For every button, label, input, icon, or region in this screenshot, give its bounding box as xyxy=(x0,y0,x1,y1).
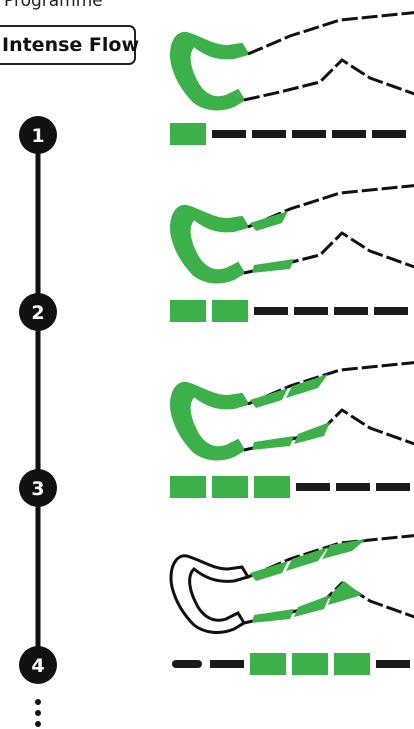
leg-bottom-outline xyxy=(244,60,414,100)
zone-indicator-4-inactive xyxy=(294,307,328,315)
zone-indicator-5-inactive xyxy=(376,660,410,668)
zone-indicator-2-inactive xyxy=(212,130,246,138)
step-1: 1 xyxy=(19,12,414,154)
zone-indicator-3-inactive xyxy=(252,130,286,138)
foot-zone xyxy=(171,206,248,283)
leg-illustration xyxy=(171,535,414,632)
leg-zone-2-upper xyxy=(250,561,288,581)
step-number-badge: 2 xyxy=(19,293,57,331)
step-2: 2 xyxy=(19,185,414,331)
leg-zone-3-upper xyxy=(286,547,328,571)
leg-zone-3-lower xyxy=(294,595,330,617)
zone-indicator-6-inactive xyxy=(376,483,410,491)
leg-zone-3-upper xyxy=(286,374,328,398)
zone-indicator-bar xyxy=(170,476,410,498)
zone-indicator-4-inactive xyxy=(292,130,326,138)
zone-indicator-bar xyxy=(170,300,408,322)
leg-zone-2-lower xyxy=(252,436,294,450)
continuation-dots xyxy=(35,699,41,727)
leg-zone-4-lower xyxy=(328,581,362,605)
zone-indicator-2-active xyxy=(212,476,248,498)
zone-indicator-1-active xyxy=(170,123,206,145)
leg-illustration xyxy=(171,185,414,282)
zone-indicator-5-inactive xyxy=(336,483,370,491)
zone-indicator-1-inactive xyxy=(210,660,244,668)
leg-top-outline xyxy=(248,12,414,54)
zone-indicator-bar xyxy=(172,653,414,675)
step-4: 4 xyxy=(19,535,414,684)
step-3: 3 xyxy=(19,362,414,507)
step-number: 2 xyxy=(31,302,44,324)
zone-indicator-2-active xyxy=(250,653,286,675)
zone-indicator-4-inactive xyxy=(296,483,330,491)
foot-zone xyxy=(171,383,248,460)
leg-zone-2-upper xyxy=(250,211,288,231)
zone-indicator-6-inactive xyxy=(374,307,408,315)
zone-indicator-lead xyxy=(172,660,202,668)
zone-indicator-3-active xyxy=(292,653,328,675)
leg-zone-3-lower xyxy=(294,422,330,444)
zone-indicator-3-active xyxy=(254,476,290,498)
foot-zone xyxy=(171,33,248,110)
zone-indicator-3-inactive xyxy=(254,307,288,315)
foot-zone xyxy=(171,556,248,633)
step-number: 1 xyxy=(31,125,44,147)
step-timeline xyxy=(35,150,41,727)
zone-indicator-5-inactive xyxy=(332,130,366,138)
leg-illustration xyxy=(171,362,414,459)
leg-zone-2-upper xyxy=(250,388,288,408)
step-number: 4 xyxy=(31,655,44,677)
step-number: 3 xyxy=(31,478,44,500)
zone-indicator-1-active xyxy=(170,300,206,322)
zone-indicator-6-inactive xyxy=(372,130,406,138)
leg-zone-2-lower xyxy=(252,259,294,273)
step-number-badge: 3 xyxy=(19,469,57,507)
zone-indicator-bar xyxy=(170,123,406,145)
leg-zone-2-lower xyxy=(252,609,294,623)
step-number-badge: 1 xyxy=(19,116,57,154)
step-number-badge: 4 xyxy=(19,646,57,684)
zone-indicator-5-inactive xyxy=(334,307,368,315)
zone-indicator-4-active xyxy=(334,653,370,675)
zone-indicator-1-active xyxy=(170,476,206,498)
leg-illustration xyxy=(171,12,414,109)
zone-indicator-2-active xyxy=(212,300,248,322)
